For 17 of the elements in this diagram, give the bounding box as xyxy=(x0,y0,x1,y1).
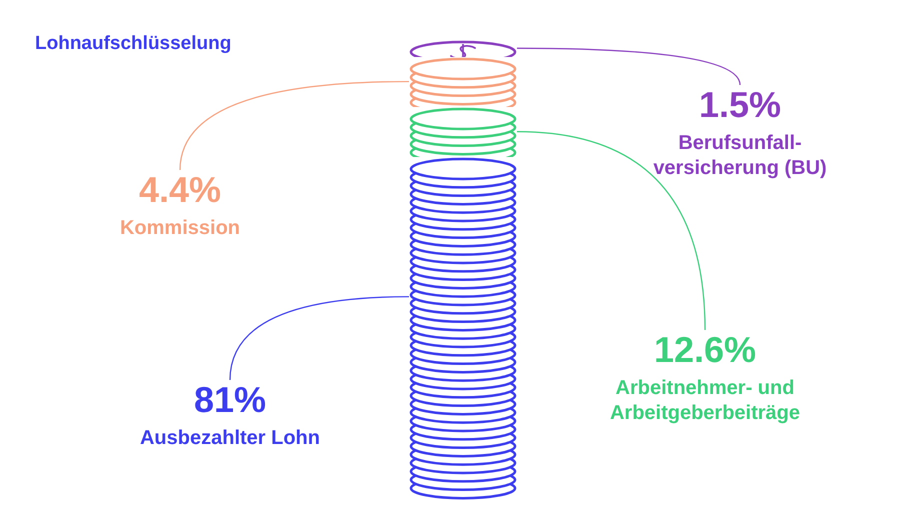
category-label: Arbeitnehmer- und Arbeitgeberbeiträge xyxy=(608,376,802,426)
coin-stack-segment xyxy=(409,56,517,107)
percentage-value: 1.5% xyxy=(698,85,782,125)
chart-title: Lohnaufschlüsselung xyxy=(35,33,232,55)
percentage-value: 12.6% xyxy=(654,330,756,370)
category-label: Ausbezahlter Lohn xyxy=(138,426,321,451)
leader-line xyxy=(229,296,410,380)
category-label: Kommission xyxy=(118,216,242,241)
percentage-value: 4.4% xyxy=(138,170,222,210)
coin-drawing xyxy=(409,40,517,56)
category-label: Berufsunfall- versicherung (BU) xyxy=(652,131,828,181)
percentage-value: 81% xyxy=(194,380,266,420)
coin-stack-segment xyxy=(409,106,517,157)
leader-line xyxy=(516,131,706,330)
coin-stack-segment xyxy=(409,156,517,500)
leader-line xyxy=(179,80,409,170)
leader-line xyxy=(517,48,741,86)
